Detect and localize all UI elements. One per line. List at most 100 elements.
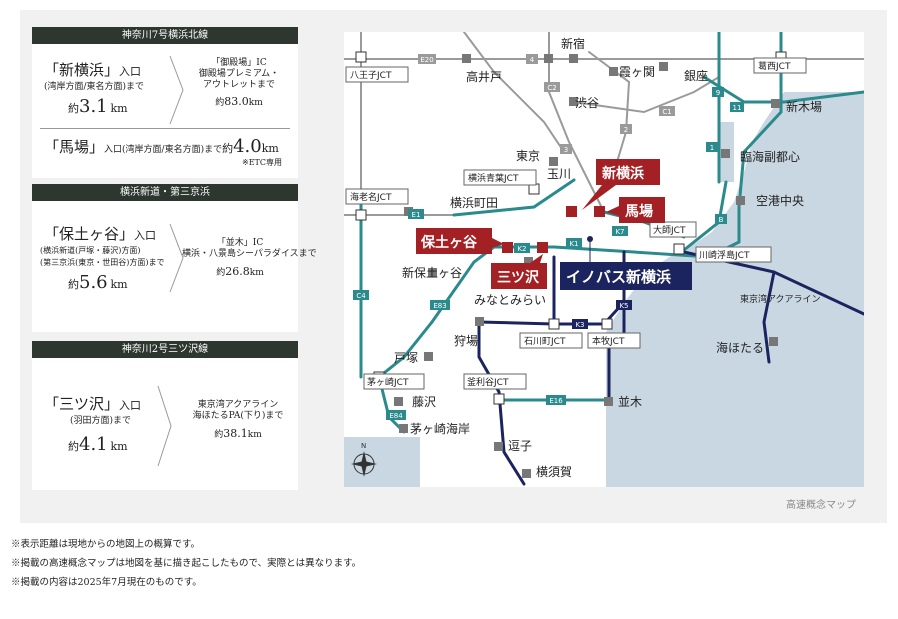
route-badge <box>566 238 582 248</box>
entry-name: 「新横浜」入口 <box>44 61 142 79</box>
route-code: K3 <box>575 321 584 329</box>
route-code: K7 <box>615 228 624 236</box>
jct-label: 葛西JCT <box>758 60 791 72</box>
ic-marker <box>721 149 730 158</box>
ic-marker <box>569 97 578 106</box>
dest-line: 御殿場プレミアム・ <box>198 68 280 79</box>
dest-text: 「御殿場」IC 御殿場プレミアム・ アウトレットまで 約83.0km <box>192 58 286 109</box>
dest-distance: 約83.0km <box>215 95 263 109</box>
route-yokohama-yokosuka <box>477 320 526 486</box>
route-e1 <box>452 178 576 217</box>
route-c2 <box>463 32 565 153</box>
jct-label: 大師JCT <box>653 224 686 236</box>
jct-label-box <box>587 332 641 349</box>
place-label: 新宿 <box>561 36 585 51</box>
jct-label-box <box>363 373 425 390</box>
section-3-card <box>32 358 298 490</box>
svg-text:N: N <box>361 442 366 450</box>
entry-baba: 「馬場」入口(湾岸方面/東名方面)まで約4.0km <box>44 136 279 157</box>
jct-label: 茅ヶ崎JCT <box>367 376 409 388</box>
route-c1 <box>573 76 720 114</box>
chevron-right-icon <box>169 223 184 293</box>
place-label: 海ほたる <box>716 340 764 355</box>
route-code: 1 <box>710 144 714 152</box>
place-label: 霞ヶ関 <box>619 65 655 79</box>
dest-line: 東京湾アクアライン <box>197 400 279 410</box>
place-label: 逗子 <box>508 439 532 453</box>
entry-detail: (第三京浜(東京・世田谷)方面)まで <box>40 258 165 267</box>
entry-distance: 約3.1 km <box>68 96 128 117</box>
place-label: 空港中央 <box>756 193 804 208</box>
entry-detail: (横浜新道(戸塚・藤沢)方面) <box>40 246 141 255</box>
route-code: B <box>719 216 724 224</box>
route-badge <box>514 243 530 253</box>
route-code: 9 <box>716 89 720 97</box>
place-label: 狩場 <box>454 333 478 348</box>
ic-marker <box>659 62 668 71</box>
jct-marker <box>548 318 560 330</box>
ic-marker <box>604 397 613 406</box>
chevron-right-icon <box>169 55 184 125</box>
route-code: 11 <box>733 104 742 112</box>
entry-detail: (湾岸方面/東名方面)まで <box>44 82 145 92</box>
route-aqualine-south <box>762 270 776 364</box>
place-label: 渋谷 <box>575 96 599 110</box>
route-badge <box>712 87 724 97</box>
route-badge <box>730 102 744 112</box>
ic-callout-baba <box>619 197 665 223</box>
ic-marker <box>569 54 578 63</box>
sagami-bay <box>344 437 420 487</box>
route-badge <box>620 124 632 134</box>
jct-label-box <box>345 66 409 83</box>
route-code: C2 <box>547 84 556 92</box>
route-code: C1 <box>662 108 671 116</box>
dest-text: 東京湾アクアライン 海ほたるPA(下り)まで 約38.1km <box>180 400 296 440</box>
footnote: ※表示距離は現地からの地図上の概算です。 <box>11 539 201 550</box>
property-label-box <box>560 262 692 290</box>
place-label: 新木場 <box>786 99 822 114</box>
ic-marker <box>609 67 618 76</box>
route-code: E16 <box>549 397 563 405</box>
route-bayshore <box>737 32 783 244</box>
callout-pointer <box>492 238 504 248</box>
ic-marker <box>462 54 471 63</box>
expressway-map: E20 4 C2 2 C1 11 9 1 3 E1 K7 B K1 K2 E83… <box>344 32 864 487</box>
ic-marker <box>394 397 403 406</box>
place-label: 並木 <box>618 395 642 409</box>
route-code: E83 <box>433 302 446 310</box>
ic-marker <box>769 337 778 346</box>
route-code: 2 <box>624 126 628 134</box>
place-label: 横須賀 <box>536 465 572 479</box>
route-badge <box>430 300 450 310</box>
ic-callout-hodogaya <box>416 228 492 254</box>
entry-name: 「保土ヶ谷」入口 <box>44 225 157 243</box>
ic-marker <box>771 99 780 108</box>
route-badge <box>544 82 560 92</box>
ic-mitsuzawa-marker <box>537 242 548 253</box>
dest-line: 「並木」IC <box>216 238 264 248</box>
place-label: 横浜町田 <box>450 196 498 210</box>
ic-marker <box>544 54 553 63</box>
ic-marker <box>475 317 484 326</box>
route-code: K1 <box>569 240 578 248</box>
route-code: K5 <box>619 302 628 310</box>
chevron-right-icon <box>157 385 172 467</box>
place-label: 藤沢 <box>412 395 436 409</box>
ic-marker <box>736 196 745 205</box>
place-label: 新保土ヶ谷 <box>402 265 462 280</box>
route-code: C4 <box>356 292 366 300</box>
place-label: 東京 <box>516 149 540 163</box>
place-label: 東京湾アクアライン <box>740 293 821 305</box>
jct-label: 八王子JCT <box>350 70 392 81</box>
ic-label: 馬場 <box>625 203 653 220</box>
dest-line: 海ほたるPA(下り)まで <box>192 410 284 421</box>
route-kariba <box>477 320 556 326</box>
entry-distance: 約4.1 km <box>68 434 128 455</box>
jct-marker <box>673 243 685 255</box>
dest-line: アウトレットまで <box>202 79 275 90</box>
section-1-card <box>32 44 298 178</box>
route-code: 4 <box>530 56 535 64</box>
place-label: 茅ヶ崎海岸 <box>410 421 470 436</box>
ic-marker <box>399 424 408 433</box>
place-label: 玉川 <box>547 167 571 181</box>
